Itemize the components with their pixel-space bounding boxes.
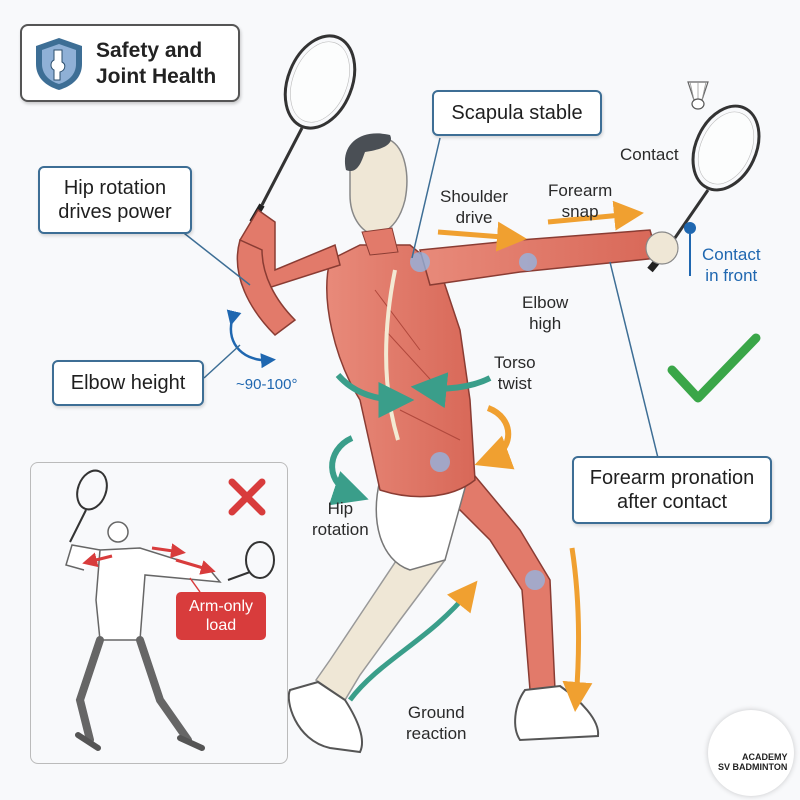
label-shoulder-drive-line-1: Shoulder — [440, 187, 509, 206]
callout-leaders — [179, 137, 659, 459]
elbow-angle-arc — [226, 309, 276, 369]
shoulder-drive-arrow — [437, 221, 527, 252]
torso-twist-arrow-teal-right — [410, 372, 492, 409]
label-contact-front-line-2: in front — [705, 266, 758, 285]
label-hip-rotation-line-1: Hip — [327, 499, 354, 518]
inset-strain-arrow-right — [151, 543, 186, 559]
callout-hip-rotation-line-2: drives power — [58, 201, 172, 223]
label-forearm-snap-line-1: Forearm — [548, 181, 613, 200]
callout-elbow-height: Elbow height — [52, 360, 204, 406]
academy-logo — [708, 710, 794, 796]
label-elbow-high-line-2: high — [529, 314, 562, 333]
callout-hip-rotation-line-1: Hip rotation — [63, 177, 167, 199]
callout-scapula-text: Scapula stable — [451, 102, 583, 124]
label-ground-reaction-line-1: Ground — [407, 703, 465, 722]
academy-logo-line-2: SV BADMINTON — [718, 762, 788, 772]
label-contact-text: Contact — [620, 145, 679, 164]
knee-joint-highlight — [525, 570, 545, 590]
label-contact-front-line-1: Contact — [702, 245, 761, 264]
label-forearm-snap: Forearm snap — [548, 180, 612, 222]
label-shoulder-drive: Shoulder drive — [440, 186, 508, 228]
label-angle: ~90-100° — [236, 374, 297, 395]
warning-badge-line-1: Arm-only — [188, 598, 253, 615]
racket-raised — [249, 34, 357, 224]
label-torso-twist: Torso twist — [494, 352, 536, 394]
callout-scapula: Scapula stable — [432, 90, 602, 136]
title-line-1: Safety and — [96, 39, 203, 62]
hip-joint-highlight — [430, 452, 450, 472]
callout-elbow-height-text: Elbow height — [70, 372, 186, 394]
academy-logo-text: ACADEMY SV BADMINTON — [718, 752, 788, 772]
hip-rotation-arrow-teal — [328, 435, 369, 506]
label-angle-text: ~90-100° — [236, 376, 298, 393]
label-shoulder-drive-line-2: drive — [455, 208, 493, 227]
player-figure — [236, 133, 679, 754]
inset-strain-arrow-arm — [175, 558, 216, 575]
warning-badge-line-2: load — [205, 617, 237, 634]
callout-hip-rotation: Hip rotation drives power — [38, 166, 192, 234]
title-line-2: Joint Health — [96, 65, 217, 88]
label-hip-rotation: Hip rotation — [312, 498, 369, 540]
page-title: Safety and Joint Health — [96, 38, 216, 90]
hip-rotation-arrow-orange — [474, 405, 515, 470]
callout-forearm-pronation: Forearm pronation after contact — [572, 456, 772, 524]
label-contact-front: Contact in front — [702, 244, 761, 286]
shoulder-joint-highlight — [410, 252, 430, 272]
label-contact: Contact — [620, 144, 679, 165]
warning-badge-arm-only: Arm-only load — [176, 592, 266, 640]
inset-strain-arrow-left — [82, 552, 113, 568]
label-elbow-high-line-1: Elbow — [522, 293, 569, 312]
label-ground-reaction: Ground reaction — [406, 702, 466, 744]
label-torso-twist-line-1: Torso — [494, 353, 536, 372]
shuttlecock — [687, 81, 709, 110]
torso-twist-arrow-teal-left — [335, 372, 415, 418]
inset-badge-leader — [189, 577, 201, 593]
knee-joint-shield-icon — [36, 38, 82, 90]
callout-forearm-pronation-line-2: after contact — [616, 491, 728, 513]
check-mark — [667, 333, 761, 403]
ground-reaction-arrow-left — [348, 580, 478, 702]
title-box: Safety and Joint Health — [20, 24, 240, 102]
elbow-joint-highlight — [519, 253, 537, 271]
label-forearm-snap-line-2: snap — [561, 202, 599, 221]
label-ground-reaction-line-2: reaction — [406, 724, 467, 743]
forearm-snap-arrow — [547, 200, 644, 231]
label-torso-twist-line-2: twist — [497, 374, 532, 393]
academy-logo-line-1: ACADEMY — [742, 752, 788, 762]
callout-forearm-pronation-line-1: Forearm pronation — [589, 467, 755, 489]
contact-front-marker — [684, 222, 696, 276]
label-elbow-high: Elbow high — [522, 292, 568, 334]
label-hip-rotation-line-2: rotation — [312, 520, 369, 539]
ground-reaction-arrow-down — [562, 547, 593, 712]
cross-mark — [228, 478, 266, 516]
